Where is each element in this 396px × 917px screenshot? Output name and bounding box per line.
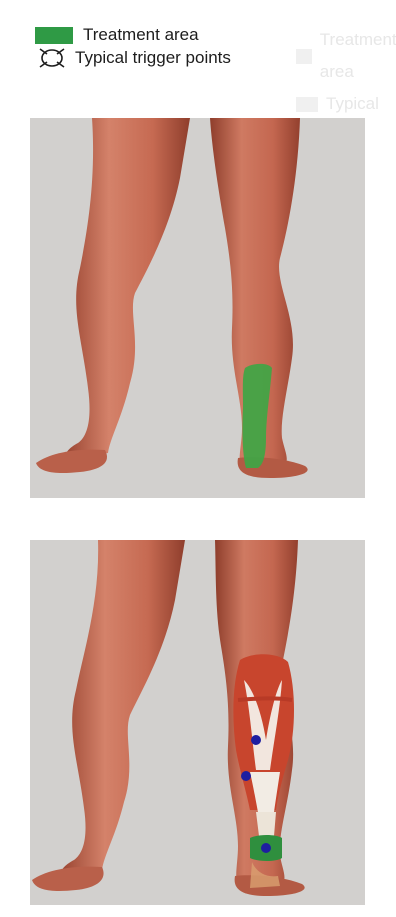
legend-label-trigger-points: Typical trigger points <box>75 48 231 68</box>
green-swatch-icon <box>35 27 73 44</box>
legs-illustration-top <box>30 118 365 498</box>
legs-illustration-bottom <box>30 540 365 905</box>
figure-treatment-area <box>30 118 365 498</box>
trigger-point <box>251 735 261 745</box>
trigger-point <box>241 771 251 781</box>
legend: Treatment area Typical trigger points <box>35 24 231 70</box>
legend-item-treatment-area: Treatment area <box>35 24 231 46</box>
legend-item-trigger-points: Typical trigger points <box>35 47 231 69</box>
bleed-through-text: Treatment area Typical <box>296 24 396 120</box>
legend-label-treatment-area: Treatment area <box>83 25 199 45</box>
figure-trigger-points <box>30 540 365 905</box>
trigger-point-icon <box>37 47 67 69</box>
trigger-point <box>261 843 271 853</box>
